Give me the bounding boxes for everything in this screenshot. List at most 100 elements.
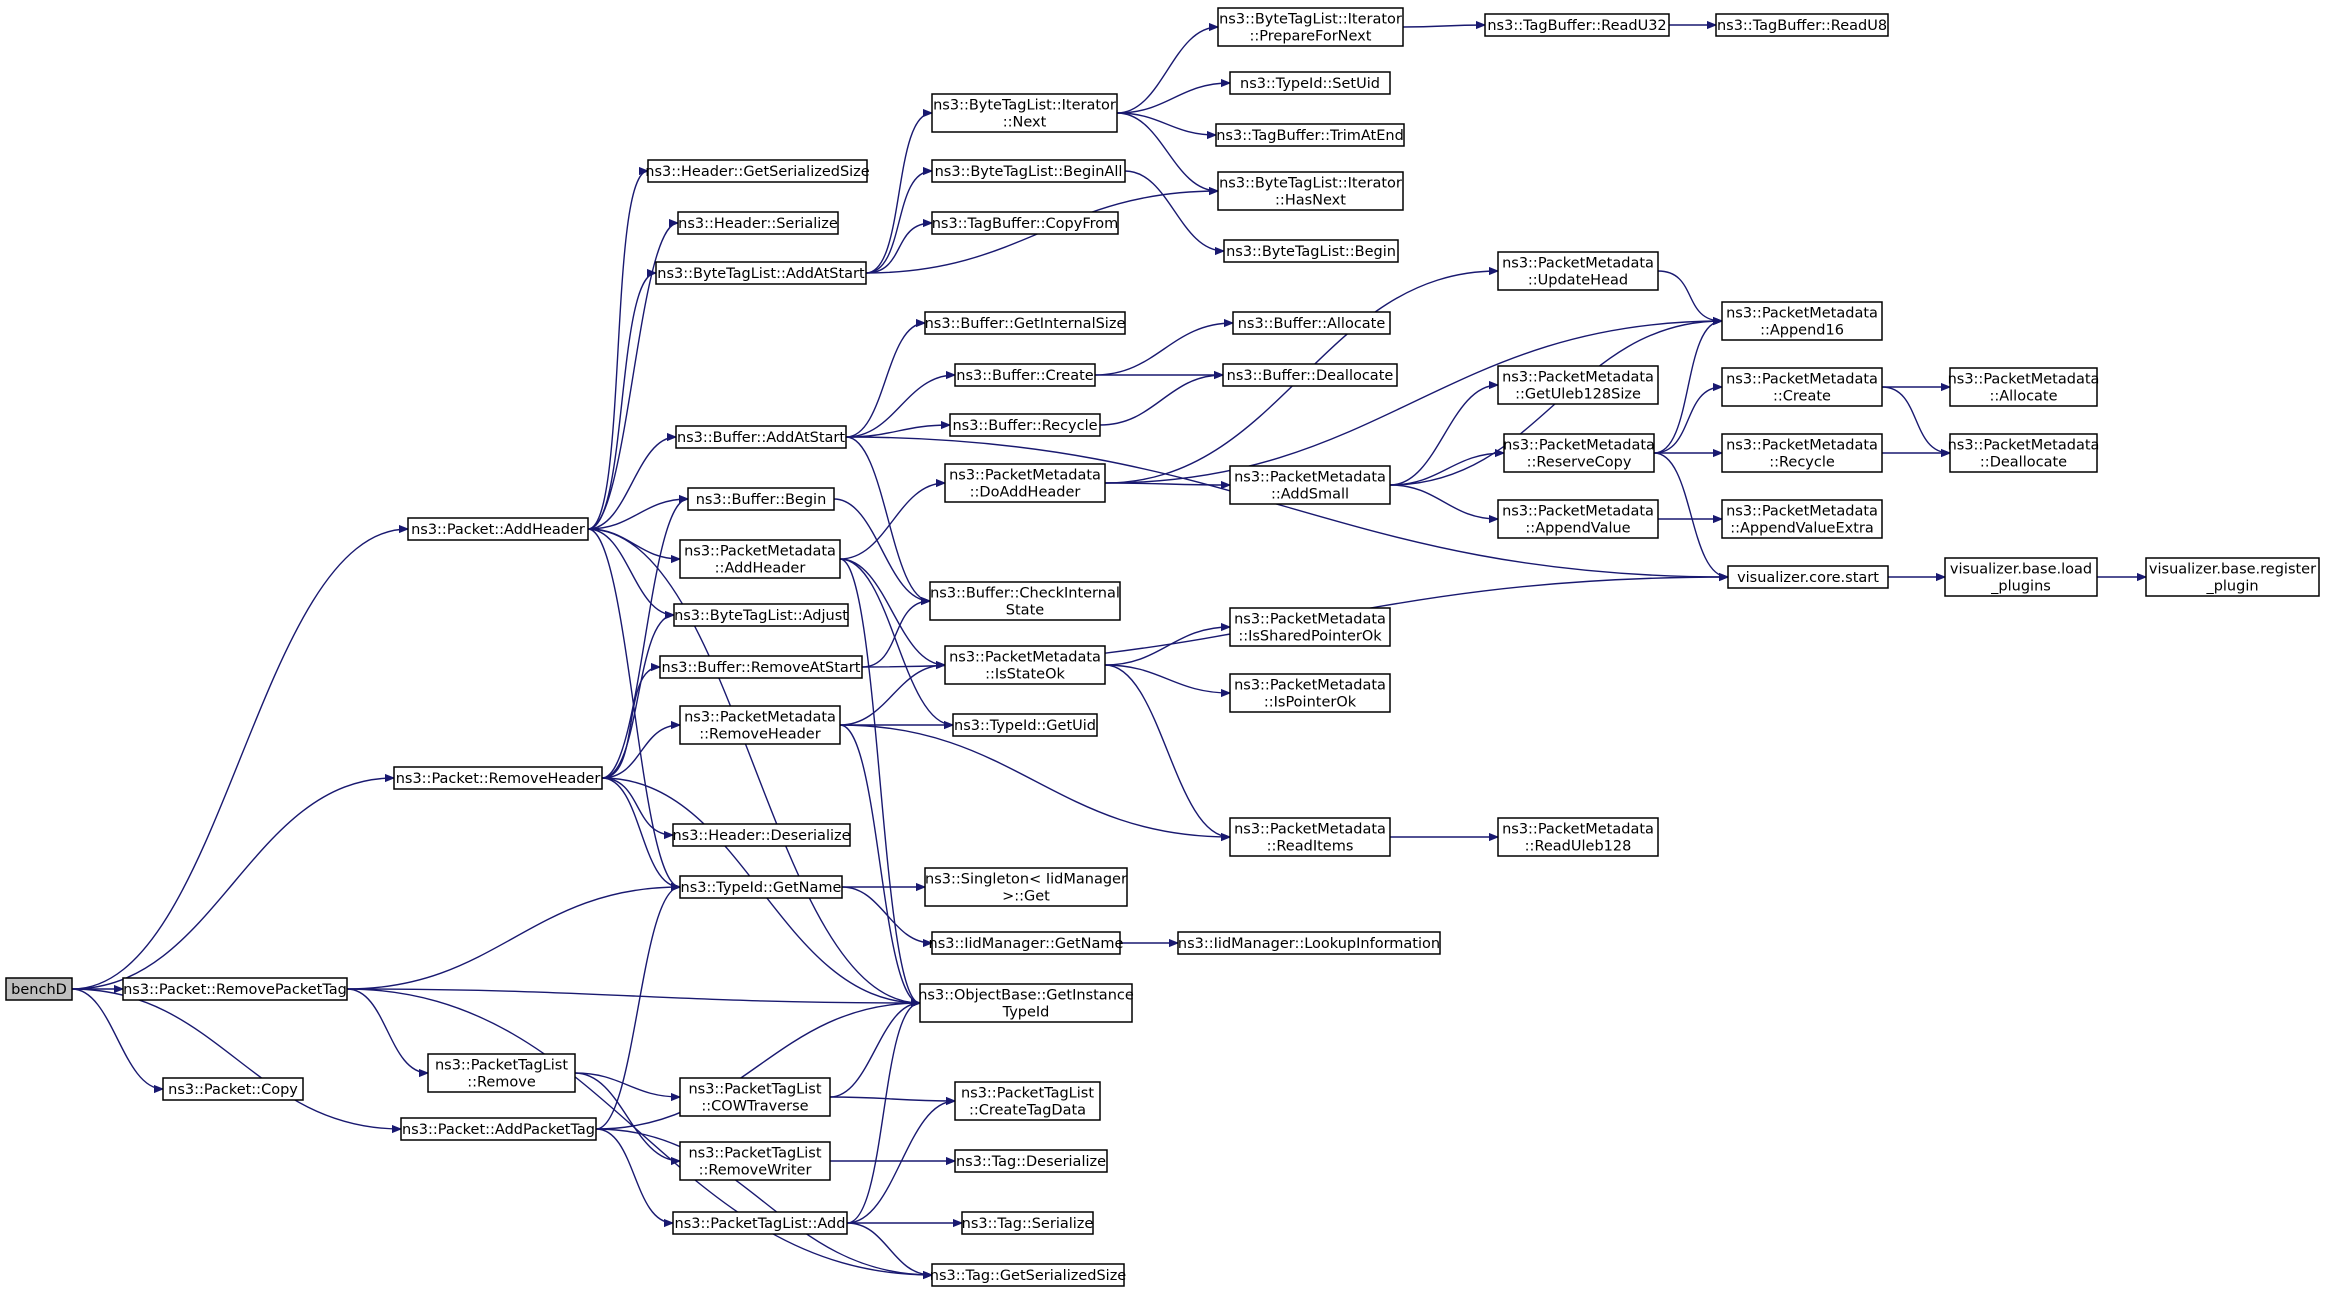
edge-pmAddSmall-to-pmReserveCopy (1389, 453, 1504, 486)
node-label: ns3::ObjectBase::GetInstance (918, 988, 1134, 1004)
edge-removePacketTag-to-objGetInstanceTypeId (346, 988, 920, 1003)
node-removePacketTag[interactable]: ns3::Packet::RemovePacketTag (122, 977, 348, 1001)
node-box (924, 867, 1128, 907)
edge-ptlCowTraverse-to-objGetInstanceTypeId (829, 1003, 920, 1098)
node-pmIsPointerOk[interactable]: ns3::PacketMetadata::IsPointerOk (1229, 673, 1391, 713)
node-btlBeginAll[interactable]: ns3::ByteTagList::BeginAll (931, 159, 1126, 183)
node-tbReadU8[interactable]: ns3::TagBuffer::ReadU8 (1715, 13, 1889, 37)
node-addHeader[interactable]: ns3::Packet::AddHeader (407, 517, 589, 541)
node-label: ns3::PacketMetadata (949, 468, 1101, 484)
node-label: ns3::ByteTagList::Iterator (933, 98, 1116, 114)
node-vizBaseRegisterPlugin[interactable]: visualizer.base.register_plugin (2145, 557, 2320, 597)
node-label: ::HasNext (1275, 193, 1346, 209)
edge-addPacketTag-to-objGetInstanceTypeId (595, 1003, 920, 1130)
node-btlBegin[interactable]: ns3::ByteTagList::Begin (1223, 239, 1399, 263)
node-bufAddAtStart[interactable]: ns3::Buffer::AddAtStart (675, 425, 847, 449)
node-bufAllocate[interactable]: ns3::Buffer::Allocate (1232, 311, 1391, 335)
node-label: ::COWTraverse (701, 1099, 808, 1115)
node-pmReserveCopy[interactable]: ns3::PacketMetadata::ReserveCopy (1503, 433, 1655, 473)
node-pmReadUleb128[interactable]: ns3::PacketMetadata::ReadUleb128 (1497, 817, 1659, 857)
node-hdrDeserialize[interactable]: ns3::Header::Deserialize (672, 823, 851, 847)
node-pmAllocate[interactable]: ns3::PacketMetadata::Allocate (1948, 367, 2100, 407)
edge-pmAddHeader-to-pmDoAddHeader (839, 483, 945, 560)
node-pmIsStateOk[interactable]: ns3::PacketMetadata::IsStateOk (944, 645, 1106, 685)
node-pmCreate[interactable]: ns3::PacketMetadata::Create (1721, 367, 1883, 407)
node-label: State (1006, 603, 1044, 619)
node-box (1217, 171, 1404, 211)
node-typeIdSetUid[interactable]: ns3::TypeId::SetUid (1229, 71, 1391, 95)
node-hdrGetSerSize[interactable]: ns3::Header::GetSerializedSize (645, 159, 870, 183)
node-pmAddSmall[interactable]: ns3::PacketMetadata::AddSmall (1229, 465, 1391, 505)
edge-btliPrepareForNext-to-tbReadU32 (1402, 25, 1485, 27)
node-box (679, 705, 841, 745)
node-btliHasNext[interactable]: ns3::ByteTagList::Iterator::HasNext (1217, 171, 1404, 211)
edge-pmRemoveHeader-to-pmIsStateOk (839, 665, 945, 726)
node-box (1177, 931, 1441, 955)
node-benchD[interactable]: benchD (5, 977, 73, 1001)
node-label: ns3::Tag::Serialize (962, 1216, 1094, 1232)
node-ptlCreateTagData[interactable]: ns3::PacketTagList::CreateTagData (954, 1081, 1101, 1121)
node-label: ns3::PacketMetadata (1726, 306, 1878, 322)
node-typeIdGetUid[interactable]: ns3::TypeId::GetUid (952, 713, 1098, 737)
node-vizCoreStart[interactable]: visualizer.core.start (1727, 565, 1889, 589)
node-bufRecycle[interactable]: ns3::Buffer::Recycle (949, 413, 1101, 437)
node-label: ::Remove (467, 1075, 536, 1091)
node-pmDeallocate[interactable]: ns3::PacketMetadata::Deallocate (1948, 433, 2100, 473)
node-box (1715, 13, 1889, 37)
node-tagSerialize[interactable]: ns3::Tag::Serialize (961, 1211, 1094, 1235)
node-addPacketTag[interactable]: ns3::Packet::AddPacketTag (400, 1117, 597, 1141)
node-tbTrimAtEnd[interactable]: ns3::TagBuffer::TrimAtEnd (1215, 123, 1405, 147)
node-bufCreate[interactable]: ns3::Buffer::Create (954, 363, 1096, 387)
node-btlAdjust[interactable]: ns3::ByteTagList::Adjust (673, 603, 849, 627)
node-btlAddAtStart[interactable]: ns3::ByteTagList::AddAtStart (655, 261, 867, 285)
node-label: ns3::Header::Deserialize (672, 828, 850, 844)
node-bufRemoveAtStart[interactable]: ns3::Buffer::RemoveAtStart (659, 655, 863, 679)
node-hdrSerialize[interactable]: ns3::Header::Serialize (677, 211, 839, 235)
node-ptlAdd[interactable]: ns3::PacketTagList::Add (672, 1211, 848, 1235)
node-pmGetUleb128Size[interactable]: ns3::PacketMetadata::GetUleb128Size (1497, 365, 1659, 405)
node-pmRecycle[interactable]: ns3::PacketMetadata::Recycle (1721, 433, 1883, 473)
node-singletonGet[interactable]: ns3::Singleton< IidManager >::Get (924, 867, 1128, 907)
node-label: ::ReadUleb128 (1525, 839, 1632, 855)
node-removeHeader[interactable]: ns3::Packet::RemoveHeader (393, 766, 603, 790)
node-btliPrepareForNext[interactable]: ns3::ByteTagList::Iterator::PrepareForNe… (1217, 7, 1404, 47)
node-pmAppendValueExtra[interactable]: ns3::PacketMetadata::AppendValueExtra (1721, 499, 1883, 539)
node-pmIsSharedPointerOk[interactable]: ns3::PacketMetadata::IsSharedPointerOk (1229, 607, 1391, 647)
node-bufDeallocate[interactable]: ns3::Buffer::Deallocate (1222, 363, 1398, 387)
node-tbCopyFrom[interactable]: ns3::TagBuffer::CopyFrom (931, 211, 1119, 235)
node-ptlCowTraverse[interactable]: ns3::PacketTagList::COWTraverse (679, 1077, 831, 1117)
node-pmReadItems[interactable]: ns3::PacketMetadata::ReadItems (1229, 817, 1391, 857)
node-packetCopy[interactable]: ns3::Packet::Copy (162, 1077, 304, 1101)
node-box (1944, 557, 2098, 597)
node-iidLookupInformation[interactable]: ns3::IidManager::LookupInformation (1177, 931, 1441, 955)
node-pmAddHeader[interactable]: ns3::PacketMetadata::AddHeader (679, 539, 841, 579)
node-ptlRemoveWriter[interactable]: ns3::PacketTagList::RemoveWriter (679, 1141, 831, 1181)
node-label: ns3::Tag::GetSerializedSize (930, 1268, 1127, 1284)
node-tagGetSerSize[interactable]: ns3::Tag::GetSerializedSize (930, 1263, 1127, 1287)
node-pmAppend16[interactable]: ns3::PacketMetadata::Append16 (1721, 301, 1883, 341)
node-bufBegin[interactable]: ns3::Buffer::Begin (687, 487, 835, 511)
node-typeIdGetName[interactable]: ns3::TypeId::GetName (679, 875, 843, 899)
node-ptlRemove[interactable]: ns3::PacketTagList::Remove (427, 1053, 576, 1093)
node-tbReadU32[interactable]: ns3::TagBuffer::ReadU32 (1484, 13, 1670, 37)
node-btliNext[interactable]: ns3::ByteTagList::Iterator::Next (931, 93, 1118, 133)
node-box (1497, 499, 1659, 539)
node-tagDeserialize[interactable]: ns3::Tag::Deserialize (954, 1149, 1108, 1173)
node-pmAppendValue[interactable]: ns3::PacketMetadata::AppendValue (1497, 499, 1659, 539)
node-vizBaseLoadPlugins[interactable]: visualizer.base.load_plugins (1944, 557, 2098, 597)
node-iidGetName[interactable]: ns3::IidManager::GetName (929, 931, 1124, 955)
node-label: ns3::PacketTagList (961, 1086, 1094, 1102)
node-box (931, 211, 1119, 235)
node-pmUpdateHead[interactable]: ns3::PacketMetadata::UpdateHead (1497, 251, 1659, 291)
node-box (924, 311, 1126, 335)
node-pmDoAddHeader[interactable]: ns3::PacketMetadata::DoAddHeader (944, 463, 1106, 503)
node-box (677, 211, 839, 235)
edge-btlAddAtStart-to-btliNext (865, 113, 933, 274)
node-box (1497, 365, 1659, 405)
node-box (954, 1149, 1108, 1173)
node-pmRemoveHeader[interactable]: ns3::PacketMetadata::RemoveHeader (679, 705, 841, 745)
node-bufGetInternalSize[interactable]: ns3::Buffer::GetInternalSize (924, 311, 1126, 335)
edge-removeHeader-to-hdrDeserialize (601, 777, 673, 835)
